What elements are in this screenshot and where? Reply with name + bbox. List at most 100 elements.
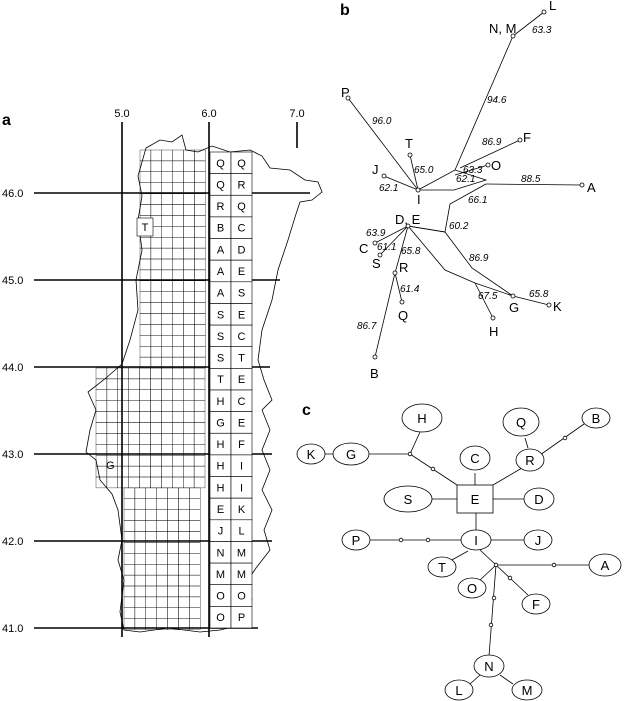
grid-cell <box>178 607 190 619</box>
grid-cell <box>161 411 173 423</box>
grid-cell <box>150 247 162 260</box>
grid-cell <box>145 596 157 608</box>
tip-a <box>579 182 585 188</box>
grid-cell <box>134 509 146 521</box>
grid-cell <box>172 465 184 478</box>
len-s: 65.8 <box>401 246 421 257</box>
grid-cell <box>156 596 168 608</box>
grid-cell <box>145 574 157 587</box>
grid-label: A <box>217 288 225 300</box>
grid-label: A <box>217 266 225 278</box>
grid-cell <box>183 465 195 478</box>
grid-cell <box>178 487 190 499</box>
grid-cell <box>123 553 136 565</box>
grid-label: C <box>238 396 246 408</box>
grid-cell <box>183 280 195 292</box>
grid-cell <box>150 237 162 249</box>
grid-cell <box>178 574 190 587</box>
grid-cell <box>150 465 162 478</box>
grid-cell <box>189 607 201 619</box>
grid-cell <box>106 411 118 423</box>
grid-cell <box>161 149 173 162</box>
grid-cell <box>172 204 184 216</box>
grid-cell <box>123 542 136 554</box>
grid-cell <box>178 585 190 598</box>
ellipse-i <box>460 529 492 551</box>
grid-cell <box>139 291 152 303</box>
edge-j <box>383 175 419 191</box>
ellipse-o <box>457 577 487 599</box>
grid-cell <box>178 509 190 521</box>
node-a: A <box>587 180 596 195</box>
node-i: I <box>417 192 421 207</box>
grid-cell <box>178 498 190 510</box>
grid-cell <box>183 226 195 238</box>
grid-cell <box>139 433 151 445</box>
grid-cell <box>161 204 173 216</box>
grid-cell <box>194 313 206 325</box>
grid-cell <box>145 585 157 598</box>
grid-cell <box>161 182 173 194</box>
grid-cell <box>123 607 136 619</box>
grid-cell <box>189 498 201 510</box>
node-p: P <box>341 85 350 100</box>
grid-cell <box>128 465 140 478</box>
grid-cell <box>139 378 151 390</box>
grid-cell <box>128 455 140 467</box>
grid-cell <box>150 160 162 172</box>
len-k: 65.8 <box>529 289 549 300</box>
grid-cell <box>183 313 195 325</box>
tip-de <box>405 223 411 229</box>
grid-cell <box>194 160 206 172</box>
len-lower: 86.9 <box>469 253 489 264</box>
grid-cell <box>189 596 201 608</box>
len-q: 61.4 <box>400 284 420 295</box>
grid-cell <box>193 378 206 390</box>
node-b: B <box>370 366 379 381</box>
grid-cell <box>193 389 206 401</box>
grid-cell <box>161 160 173 172</box>
grid-cell <box>106 422 118 434</box>
grid-cell <box>193 476 206 489</box>
grid-label: H <box>217 461 225 473</box>
grid-cell <box>145 553 157 565</box>
node-j: J <box>372 162 379 177</box>
grid-cell <box>183 411 195 423</box>
panel-c-network: H Q B K G C R S E D P I J T O A F N L M <box>296 403 622 701</box>
grid-cell <box>106 400 118 412</box>
y-tick-41: 41.0 <box>2 623 23 635</box>
grid-cell <box>161 400 173 412</box>
median-vector-8 <box>507 575 513 581</box>
grid-cell <box>178 520 190 532</box>
grid-cell <box>128 367 140 380</box>
edge-i-hub2 <box>479 549 497 566</box>
grid-cell <box>139 280 152 292</box>
grid-label: M <box>216 569 225 581</box>
tip-j <box>381 173 387 179</box>
grid-cell <box>150 422 162 434</box>
grid-cell <box>172 346 184 358</box>
grid-cell <box>172 389 184 401</box>
grid-cell <box>194 215 206 227</box>
grid-cell <box>189 574 201 587</box>
tip-l <box>541 9 547 15</box>
grid-cell <box>194 291 206 303</box>
grid-cell <box>134 574 146 587</box>
grid-cell <box>172 247 184 260</box>
grid-cell <box>161 433 173 445</box>
grid-cell <box>95 367 108 380</box>
grid-cell <box>193 367 206 380</box>
grid-cell <box>183 258 195 271</box>
grid-cell <box>172 324 184 336</box>
grid-cell <box>167 585 179 598</box>
grid-cell <box>145 607 157 619</box>
grid-cell <box>145 542 157 554</box>
tip-h <box>490 315 496 321</box>
grid-cell <box>156 520 168 532</box>
grid-cell <box>128 389 140 401</box>
grid-cell <box>150 335 162 347</box>
grid-cell <box>150 389 162 401</box>
isolated-label-t: T <box>142 222 149 234</box>
grid-cell <box>172 411 184 423</box>
